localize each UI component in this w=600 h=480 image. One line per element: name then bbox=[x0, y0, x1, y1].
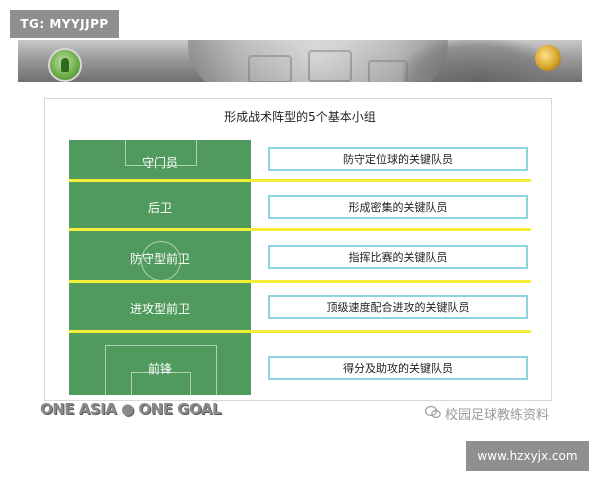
wechat-icon bbox=[424, 405, 441, 423]
divider-line bbox=[69, 280, 531, 283]
role-box: 得分及助攻的关键队员 bbox=[268, 356, 528, 380]
slide-title: 形成战术阵型的5个基本小组 bbox=[224, 110, 376, 124]
role-box: 指挥比赛的关键队员 bbox=[268, 245, 528, 269]
position-label: 前锋 bbox=[147, 362, 172, 376]
website-url-badge: www.hzxyjx.com bbox=[466, 441, 589, 471]
position-label: 防守型前卫 bbox=[129, 252, 190, 266]
emblem-icon bbox=[535, 45, 561, 71]
position-label: 后卫 bbox=[147, 201, 172, 215]
divider-line bbox=[69, 179, 531, 182]
header-banner bbox=[18, 40, 582, 82]
role-box: 顶级速度配合进攻的关键队员 bbox=[268, 295, 528, 319]
telegram-handle-badge: TG: MYYJJPP bbox=[10, 10, 119, 38]
slogan-text: ONE ASIA ● ONE GOAL bbox=[40, 400, 222, 418]
watermark-text: 校园足球教练资料 bbox=[445, 408, 550, 423]
role-box: 形成密集的关键队员 bbox=[268, 195, 528, 219]
bottom-goal-box bbox=[131, 372, 191, 396]
divider-line bbox=[69, 228, 531, 231]
afc-logo-icon bbox=[48, 48, 82, 82]
pitch-diagram bbox=[69, 139, 251, 396]
position-label: 进攻型前卫 bbox=[129, 302, 190, 316]
divider-line bbox=[69, 330, 531, 333]
bottom-penalty-box bbox=[105, 345, 217, 396]
dark-ball-graphic bbox=[403, 40, 553, 82]
top-goal-box bbox=[125, 139, 197, 166]
wechat-watermark: 校园足球教练资料 bbox=[424, 404, 550, 423]
role-box: 防守定位球的关键队员 bbox=[268, 147, 528, 171]
position-label: 守门员 bbox=[141, 156, 178, 170]
